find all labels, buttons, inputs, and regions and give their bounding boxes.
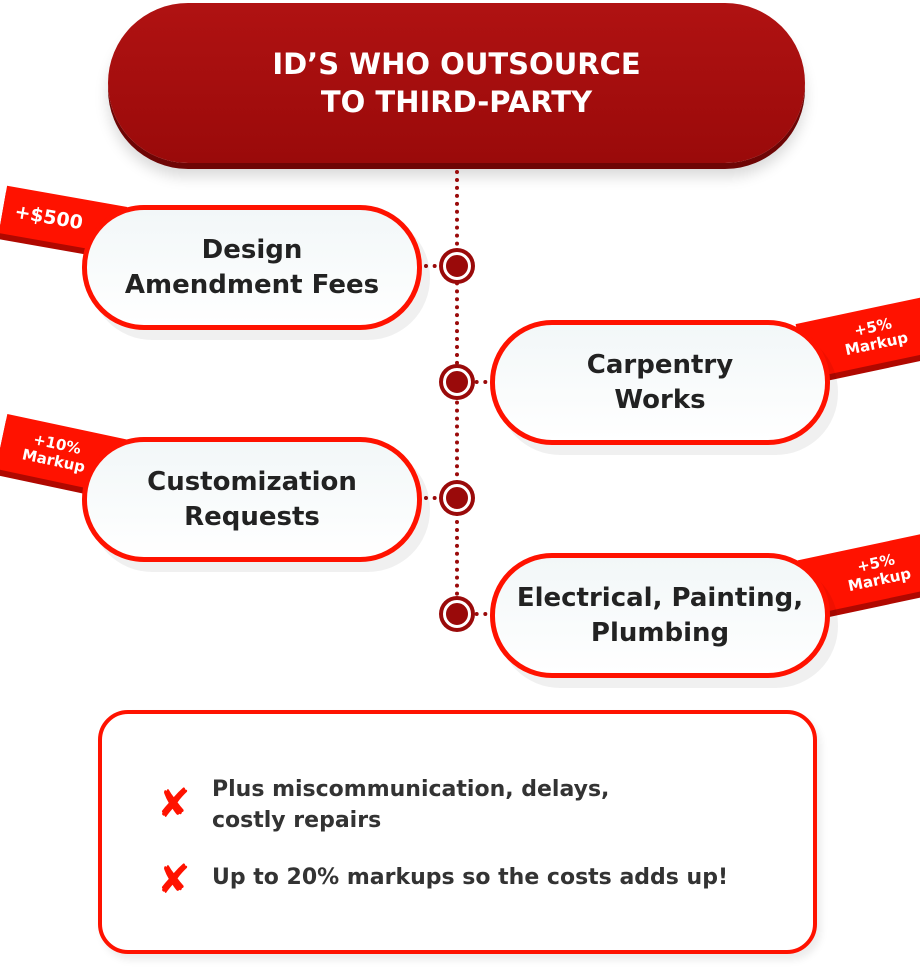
timeline-node bbox=[443, 484, 471, 512]
title-line-1: ID’S WHO OUTSOURCE bbox=[272, 47, 641, 81]
x-mark-icon: ✘ bbox=[157, 781, 191, 827]
x-mark-icon: ✘ bbox=[157, 857, 191, 903]
note-item: ✘ Up to 20% markups so the costs adds up… bbox=[157, 857, 728, 903]
title-banner: ID’S WHO OUTSOURCE TO THIRD-PARTY bbox=[108, 3, 805, 163]
connector bbox=[466, 612, 496, 616]
connector bbox=[424, 496, 454, 500]
timeline-node bbox=[443, 252, 471, 280]
timeline-node bbox=[443, 600, 471, 628]
note-item: ✘ Plus miscommunication, delays,costly r… bbox=[157, 777, 610, 833]
title-line-2: TO THIRD-PARTY bbox=[320, 85, 593, 119]
notes-box: ✘ Plus miscommunication, delays,costly r… bbox=[98, 710, 817, 954]
connector bbox=[466, 380, 496, 384]
connector bbox=[424, 264, 454, 268]
timeline-node bbox=[443, 368, 471, 396]
cost-item-electrical: Electrical, Painting,Plumbing bbox=[490, 553, 830, 678]
